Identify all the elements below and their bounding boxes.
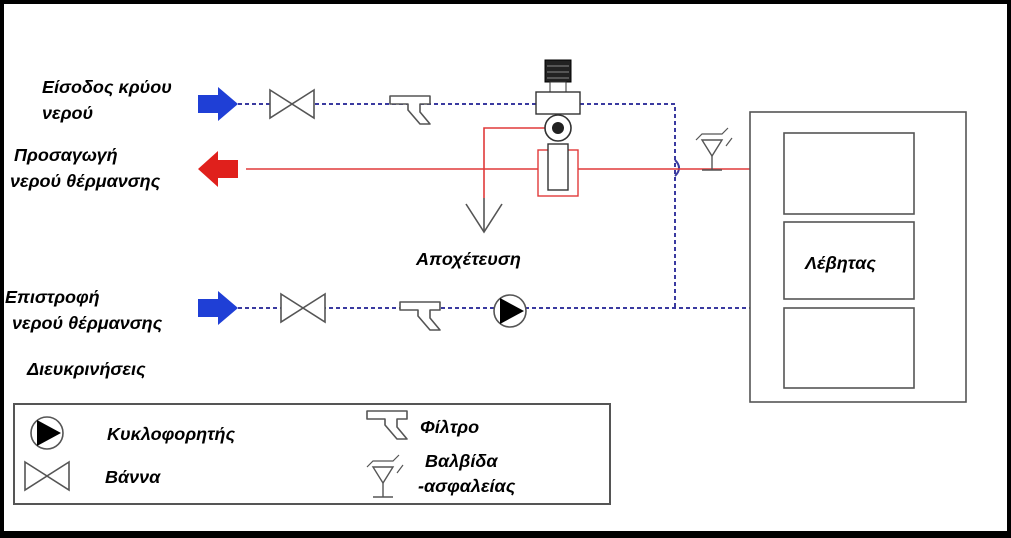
heating-supply-outlet-arrow-icon [198, 151, 238, 187]
legend-pump-label: Κυκλοφορητής [107, 424, 235, 444]
legend-safety-valve-label-line1: Βαλβίδα [425, 451, 498, 471]
pipe-crossing [674, 159, 680, 177]
hot-water-branch [483, 127, 546, 198]
cold-water-label-line2: νερού [42, 103, 93, 123]
return-inlet-arrow-icon [198, 291, 238, 325]
circulator-pump-icon [493, 294, 527, 328]
legend-box [13, 403, 611, 505]
drain-funnel-icon [465, 203, 503, 234]
return-label-line2: νερού θέρμανσης [12, 313, 163, 333]
supply-label-line2: νερού θέρμανσης [10, 171, 161, 191]
legend-filter-label: Φίλτρο [420, 417, 479, 437]
cold-water-label-line1: Είσοδος κρύου [42, 77, 172, 97]
cold-water-inlet-arrow-icon [198, 87, 238, 121]
legend-title: Διευκρινήσεις [26, 359, 146, 379]
legend-pump-icon [30, 416, 64, 450]
supply-label-line1: Προσαγωγή [14, 145, 118, 165]
return-label-line1: Επιστροφή [5, 287, 100, 307]
legend-safety-valve-label-line2: -ασφαλείας [418, 476, 516, 496]
cold-water-pipe-branch [580, 103, 676, 308]
boiler [749, 111, 967, 403]
thermostatic-mixing-valve-icon [535, 59, 581, 197]
boiler-label: Λέβητας [804, 253, 876, 273]
legend-valve-label: Βάννα [105, 467, 161, 487]
drain-label: Αποχέτευση [415, 249, 521, 269]
